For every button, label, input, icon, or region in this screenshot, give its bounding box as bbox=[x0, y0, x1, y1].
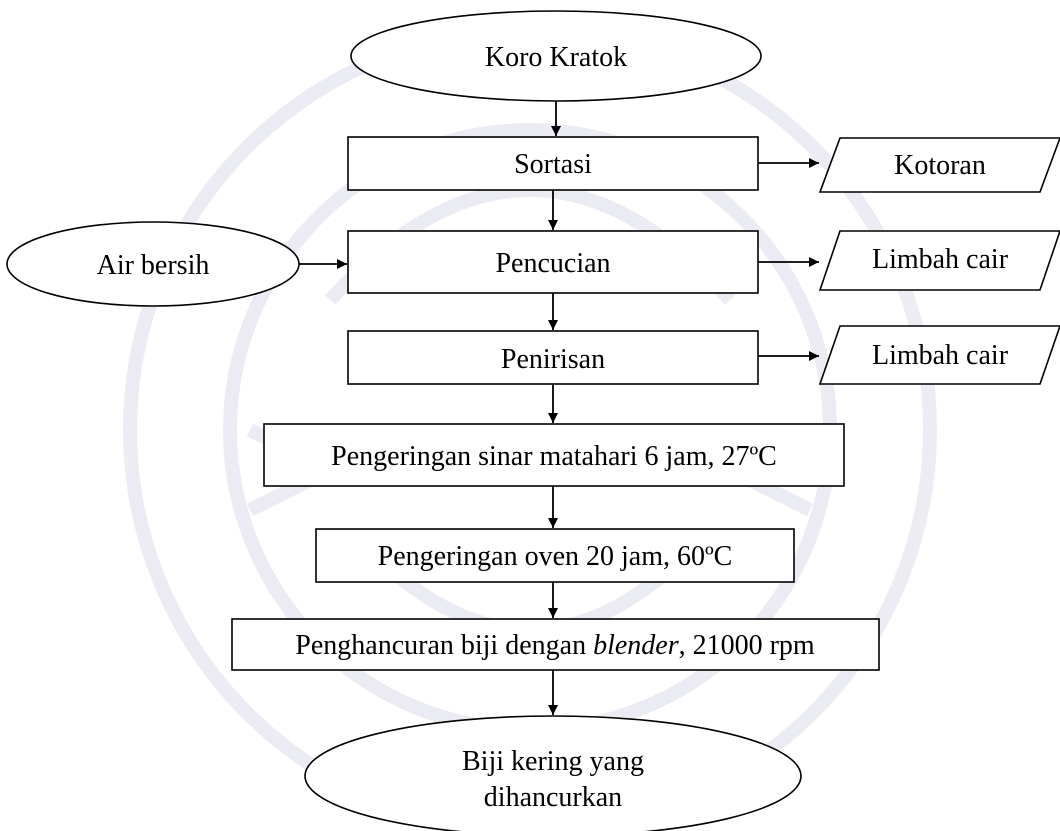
penghancuran-label: Penghancuran biji dengan blender, 21000 … bbox=[295, 630, 815, 661]
process-pencucian: Pencucian bbox=[347, 230, 759, 294]
penirisan-label: Penirisan bbox=[501, 344, 605, 375]
process-sortasi: Sortasi bbox=[347, 136, 759, 191]
end-label-line2: dihancurkan bbox=[484, 782, 622, 813]
pengeringan-oven-label: Pengeringan oven 20 jam, 60ºC bbox=[378, 541, 733, 572]
pengeringan-sinar-label: Pengeringan sinar matahari 6 jam, 27ºC bbox=[331, 441, 777, 472]
pencucian-label: Pencucian bbox=[495, 248, 610, 279]
limbah-cair-1-label: Limbah cair bbox=[872, 244, 1009, 275]
output-kotoran: Kotoran bbox=[818, 137, 1060, 193]
process-penirisan: Penirisan bbox=[347, 330, 759, 385]
limbah-cair-2-label: Limbah cair bbox=[872, 340, 1009, 371]
sortasi-label: Sortasi bbox=[514, 149, 592, 180]
process-pengeringan-oven: Pengeringan oven 20 jam, 60ºC bbox=[315, 528, 795, 583]
start-label: Koro Kratok bbox=[485, 42, 627, 73]
input-air-bersih: Air bersih bbox=[6, 221, 300, 307]
output-limbah-cair-2: Limbah cair bbox=[818, 325, 1060, 385]
start-terminal: Koro Kratok bbox=[350, 10, 762, 102]
end-terminal: Biji kering yang dihancurkan bbox=[304, 715, 802, 831]
air-bersih-label: Air bersih bbox=[97, 250, 210, 281]
output-limbah-cair-1: Limbah cair bbox=[818, 230, 1060, 291]
process-pengeringan-sinar: Pengeringan sinar matahari 6 jam, 27ºC bbox=[263, 423, 845, 487]
end-label-line1: Biji kering yang bbox=[462, 746, 644, 777]
process-penghancuran: Penghancuran biji dengan blender, 21000 … bbox=[231, 618, 880, 671]
kotoran-label: Kotoran bbox=[894, 150, 986, 181]
